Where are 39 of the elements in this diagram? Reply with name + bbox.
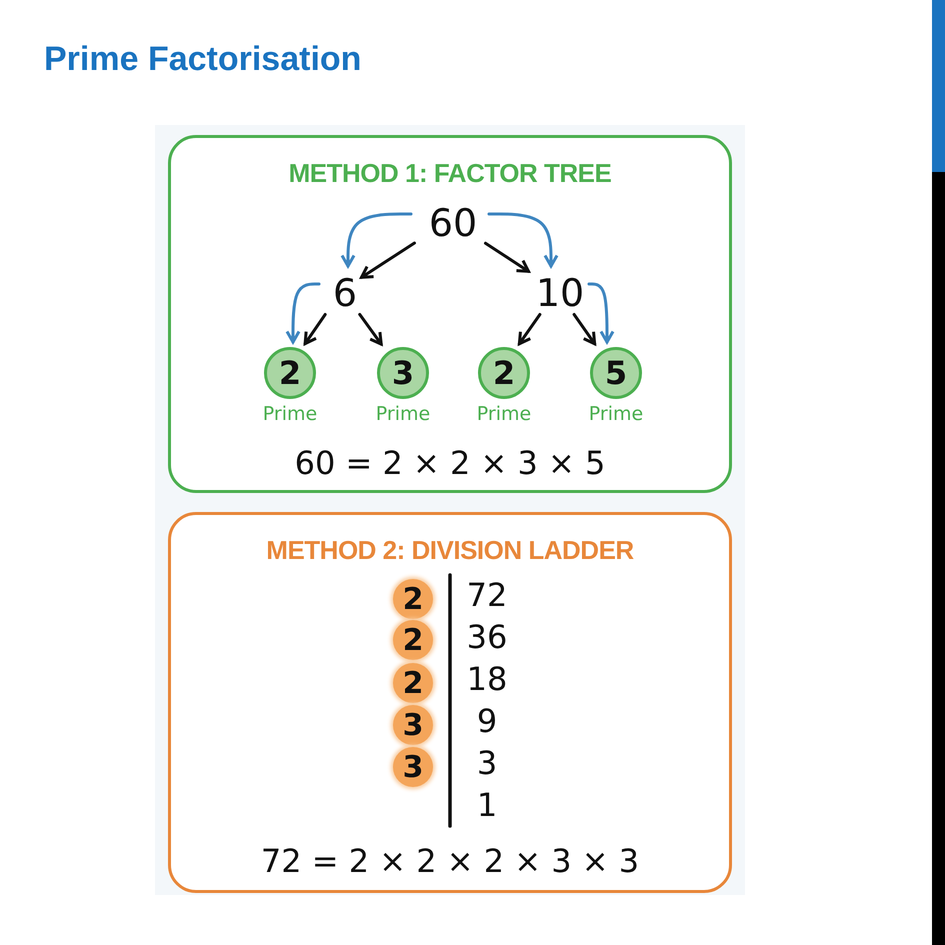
divisor-circle: 2	[393, 663, 433, 703]
divisor-circle: 3	[393, 747, 433, 787]
method-panel	[168, 135, 732, 493]
arrow	[518, 312, 542, 346]
prime-factor-circle: 2	[478, 347, 530, 399]
tree-number: 6	[328, 271, 362, 315]
quotient-number: 18	[466, 659, 508, 699]
tree-number: 10	[534, 271, 586, 315]
factorization-equation: 72 = 2 × 2 × 2 × 3 × 3	[260, 841, 640, 881]
prime-caption: Prime	[476, 403, 532, 425]
quotient-number: 36	[466, 617, 508, 657]
prime-factor-circle: 2	[264, 347, 316, 399]
curved-arrow	[286, 282, 320, 344]
curved-arrow	[488, 212, 558, 268]
prime-caption: Prime	[262, 403, 318, 425]
quotient-number: 3	[476, 743, 498, 783]
prime-factor-circle: 3	[377, 347, 429, 399]
factorization-equation: 60 = 2 × 2 × 3 × 5	[294, 443, 606, 483]
curved-arrow	[340, 212, 412, 268]
quotient-number: 1	[476, 785, 498, 825]
curved-arrow	[588, 282, 614, 344]
arrow	[484, 242, 530, 273]
divisor-circle: 3	[393, 705, 433, 745]
panel-heading: METHOD 2: DIVISION LADDER	[265, 535, 635, 565]
quotient-number: 72	[466, 575, 508, 615]
arrow	[304, 312, 327, 346]
panel-heading: METHOD 1: FACTOR TREE	[288, 158, 612, 188]
tree-number: 60	[420, 201, 486, 245]
prime-factor-circle: 5	[590, 347, 642, 399]
prime-caption: Prime	[588, 403, 644, 425]
divisor-circle: 2	[393, 620, 433, 660]
arrow	[572, 312, 596, 346]
method-panel	[168, 512, 732, 893]
quotient-number: 9	[476, 701, 498, 741]
arrow	[358, 312, 383, 346]
divisor-circle: 2	[393, 579, 433, 619]
page-title: Prime Factorisation	[44, 40, 362, 79]
arrow	[360, 242, 416, 279]
prime-caption: Prime	[374, 403, 432, 425]
